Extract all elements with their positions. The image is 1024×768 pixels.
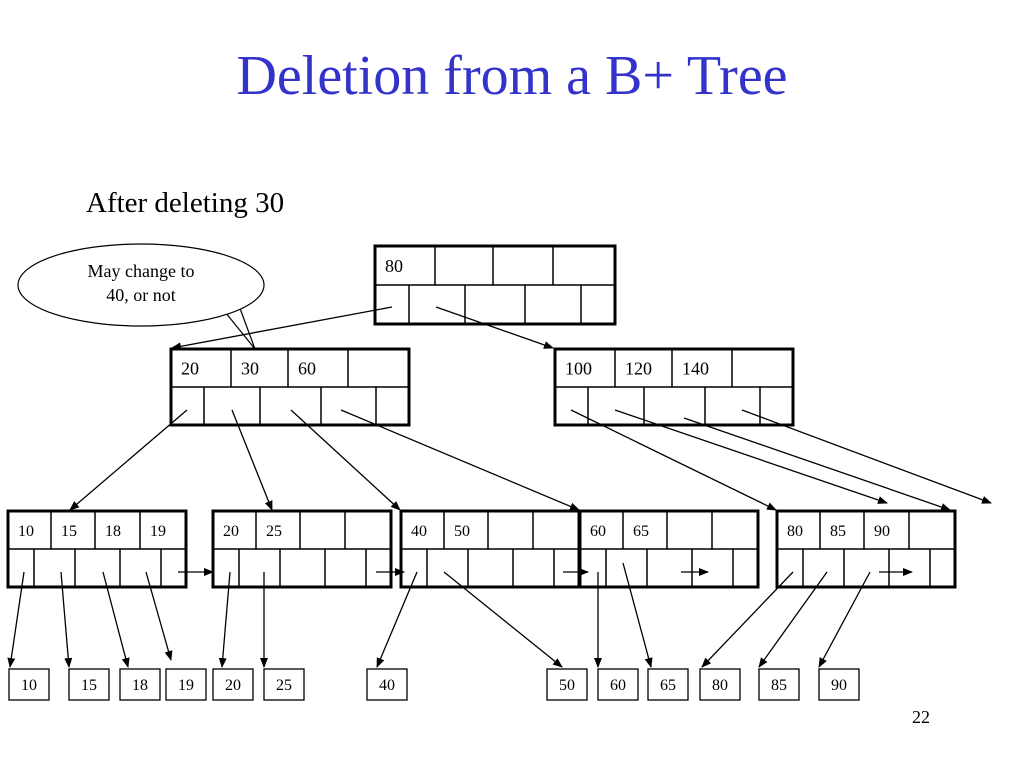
internal-node: 20 30 60 [169, 347, 411, 427]
record-pointer-arrow [145, 571, 173, 661]
callout-tail [220, 302, 256, 350]
node-key: 80 [385, 256, 403, 276]
record-box: 65 [647, 668, 689, 701]
node-key: 60 [298, 358, 316, 378]
record-pointer-arrow [818, 571, 871, 668]
callout-bubble: May change to 40, or not [17, 243, 265, 350]
node-key: 80 [787, 523, 803, 540]
internal-pointer-arrow [290, 409, 401, 511]
record-value: 15 [81, 677, 97, 694]
record-border [263, 668, 305, 701]
node-key: 120 [625, 358, 652, 378]
record-value: 19 [178, 677, 194, 694]
record-box: 10 [8, 668, 50, 701]
record-box: 20 [212, 668, 254, 701]
record-box: 25 [263, 668, 305, 701]
node-key: 50 [454, 523, 470, 540]
record-value: 80 [712, 677, 728, 694]
record-border [758, 668, 800, 701]
node-key: 60 [590, 523, 606, 540]
node-key: 90 [874, 523, 890, 540]
slide-subtitle: After deleting 30 [86, 187, 285, 219]
record-box: 18 [119, 668, 161, 701]
record-value: 65 [660, 677, 676, 694]
record-border [119, 668, 161, 701]
record-value: 40 [379, 677, 395, 694]
record-box: 90 [818, 668, 860, 701]
record-border [647, 668, 689, 701]
leaf-node: 10 15 18 19 [6, 509, 188, 589]
node-key: 20 [223, 523, 239, 540]
record-border [546, 668, 588, 701]
record-pointer-arrow [758, 571, 828, 668]
node-key: 19 [150, 523, 166, 540]
internal-pointer-arrow [340, 409, 580, 511]
record-value: 10 [21, 677, 37, 694]
node-key: 25 [266, 523, 282, 540]
record-border [699, 668, 741, 701]
internal-pointer-arrow [683, 417, 951, 511]
root-node: 80 [373, 244, 617, 326]
record-box: 60 [597, 668, 639, 701]
record-pointer-arrow [443, 571, 563, 668]
record-value: 20 [225, 677, 241, 694]
record-pointer-arrow [7, 571, 25, 668]
node-key: 140 [682, 358, 709, 378]
record-border [165, 668, 207, 701]
node-key: 100 [565, 358, 592, 378]
record-border [8, 668, 50, 701]
internal-node: 100 120 140 [553, 347, 795, 427]
callout-text-line: May change to [88, 261, 195, 281]
record-border [597, 668, 639, 701]
record-box: 15 [68, 668, 110, 701]
node-key: 40 [411, 523, 427, 540]
record-border [212, 668, 254, 701]
record-value: 25 [276, 677, 292, 694]
callout-ellipse [17, 243, 265, 327]
record-pointer-arrow [376, 571, 418, 668]
callout-text-line: 40, or not [106, 285, 176, 305]
node-key: 10 [18, 523, 34, 540]
record-border [818, 668, 860, 701]
slide-title: Deletion from a B+ Tree [236, 45, 788, 107]
record-value: 90 [831, 677, 847, 694]
node-key: 18 [105, 523, 121, 540]
record-pointer-arrow [60, 571, 73, 668]
record-value: 50 [559, 677, 575, 694]
leaf-node: 80 85 90 [775, 509, 957, 589]
internal-pointer-arrow [570, 409, 777, 511]
node-key: 85 [830, 523, 846, 540]
internal-pointer-arrow [741, 409, 992, 504]
record-pointer-arrow [622, 562, 653, 668]
record-value: 85 [771, 677, 787, 694]
internal-pointer-arrow [231, 409, 273, 511]
record-box: 50 [546, 668, 588, 701]
node-key: 20 [181, 358, 199, 378]
record-box: 19 [165, 668, 207, 701]
record-box: 80 [699, 668, 741, 701]
leaf-node: 40 50 [399, 509, 581, 589]
record-value: 18 [132, 677, 148, 694]
root-pointer-arrow [435, 306, 554, 349]
node-key: 30 [241, 358, 259, 378]
node-key: 15 [61, 523, 77, 540]
record-pointer-arrow [102, 571, 130, 668]
slide-number: 22 [912, 707, 930, 727]
record-border [366, 668, 408, 701]
internal-pointer-arrow [69, 409, 188, 511]
record-value: 60 [610, 677, 626, 694]
record-pointer-arrow [218, 571, 231, 668]
record-pointer-arrow [701, 571, 794, 668]
record-box: 40 [366, 668, 408, 701]
record-border [68, 668, 110, 701]
node-key: 65 [633, 523, 649, 540]
leaf-node: 60 65 [578, 509, 760, 589]
record-box: 85 [758, 668, 800, 701]
root-pointer-arrow [171, 306, 393, 351]
internal-pointer-arrow [614, 409, 888, 504]
